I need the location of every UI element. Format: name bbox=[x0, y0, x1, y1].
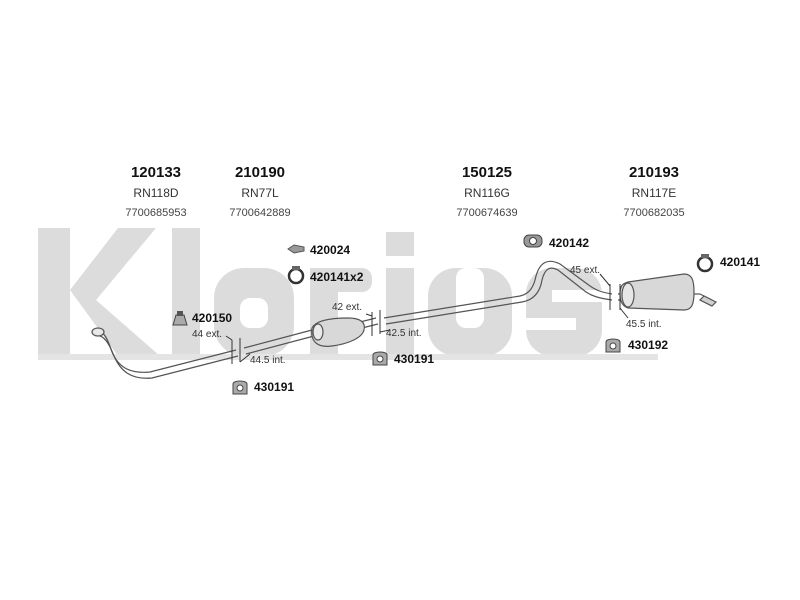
fitting-label-420141: 420141 bbox=[720, 255, 761, 269]
clamp-ring-icon bbox=[696, 254, 714, 273]
dimension-44-ext: 44 ext. bbox=[192, 329, 223, 340]
hanger-icon bbox=[605, 338, 621, 353]
part-number-210190: 210190 bbox=[234, 164, 286, 181]
dimension-45-ext: 45 ext. bbox=[570, 265, 601, 276]
part-code-rn77l: RN77L bbox=[241, 186, 279, 200]
fitting-label-420142: 420142 bbox=[549, 236, 590, 250]
fitting-label-430191-a: 430191 bbox=[254, 380, 295, 394]
fitting-label-420141x2: 420141x2 bbox=[310, 270, 364, 284]
part-code-rn118d: RN118D bbox=[133, 186, 179, 200]
part-number-150125: 150125 bbox=[461, 164, 513, 181]
dimension-42-5-int: 42.5 int. bbox=[386, 328, 422, 339]
part-number-210193: 210193 bbox=[628, 164, 680, 181]
dimension-42-ext: 42 ext. bbox=[332, 302, 363, 313]
rubber-mount-icon bbox=[172, 311, 188, 326]
fitting-label-420150: 420150 bbox=[192, 311, 233, 325]
clamp-ring-icon bbox=[287, 266, 305, 285]
part-code-rn116g: RN116G bbox=[464, 186, 510, 200]
dimension-44-5-int: 44.5 int. bbox=[250, 355, 286, 366]
fitting-label-420024: 420024 bbox=[310, 243, 351, 257]
hanger-icon bbox=[372, 351, 388, 366]
bracket-icon bbox=[287, 244, 305, 254]
rubber-ring-icon bbox=[523, 234, 543, 248]
fitting-label-430191-b: 430191 bbox=[394, 352, 435, 366]
fitting-label-430192: 430192 bbox=[628, 338, 669, 352]
oe-number-7700674639: 7700674639 bbox=[456, 207, 518, 219]
hanger-icon bbox=[232, 380, 248, 395]
part-code-rn117e: RN117E bbox=[631, 186, 677, 200]
dimension-45-5-int: 45.5 int. bbox=[626, 319, 662, 330]
oe-number-7700642889: 7700642889 bbox=[229, 207, 291, 219]
part-number-120133: 120133 bbox=[130, 164, 182, 181]
oe-number-7700685953: 7700685953 bbox=[125, 207, 187, 219]
oe-number-7700682035: 7700682035 bbox=[623, 207, 685, 219]
